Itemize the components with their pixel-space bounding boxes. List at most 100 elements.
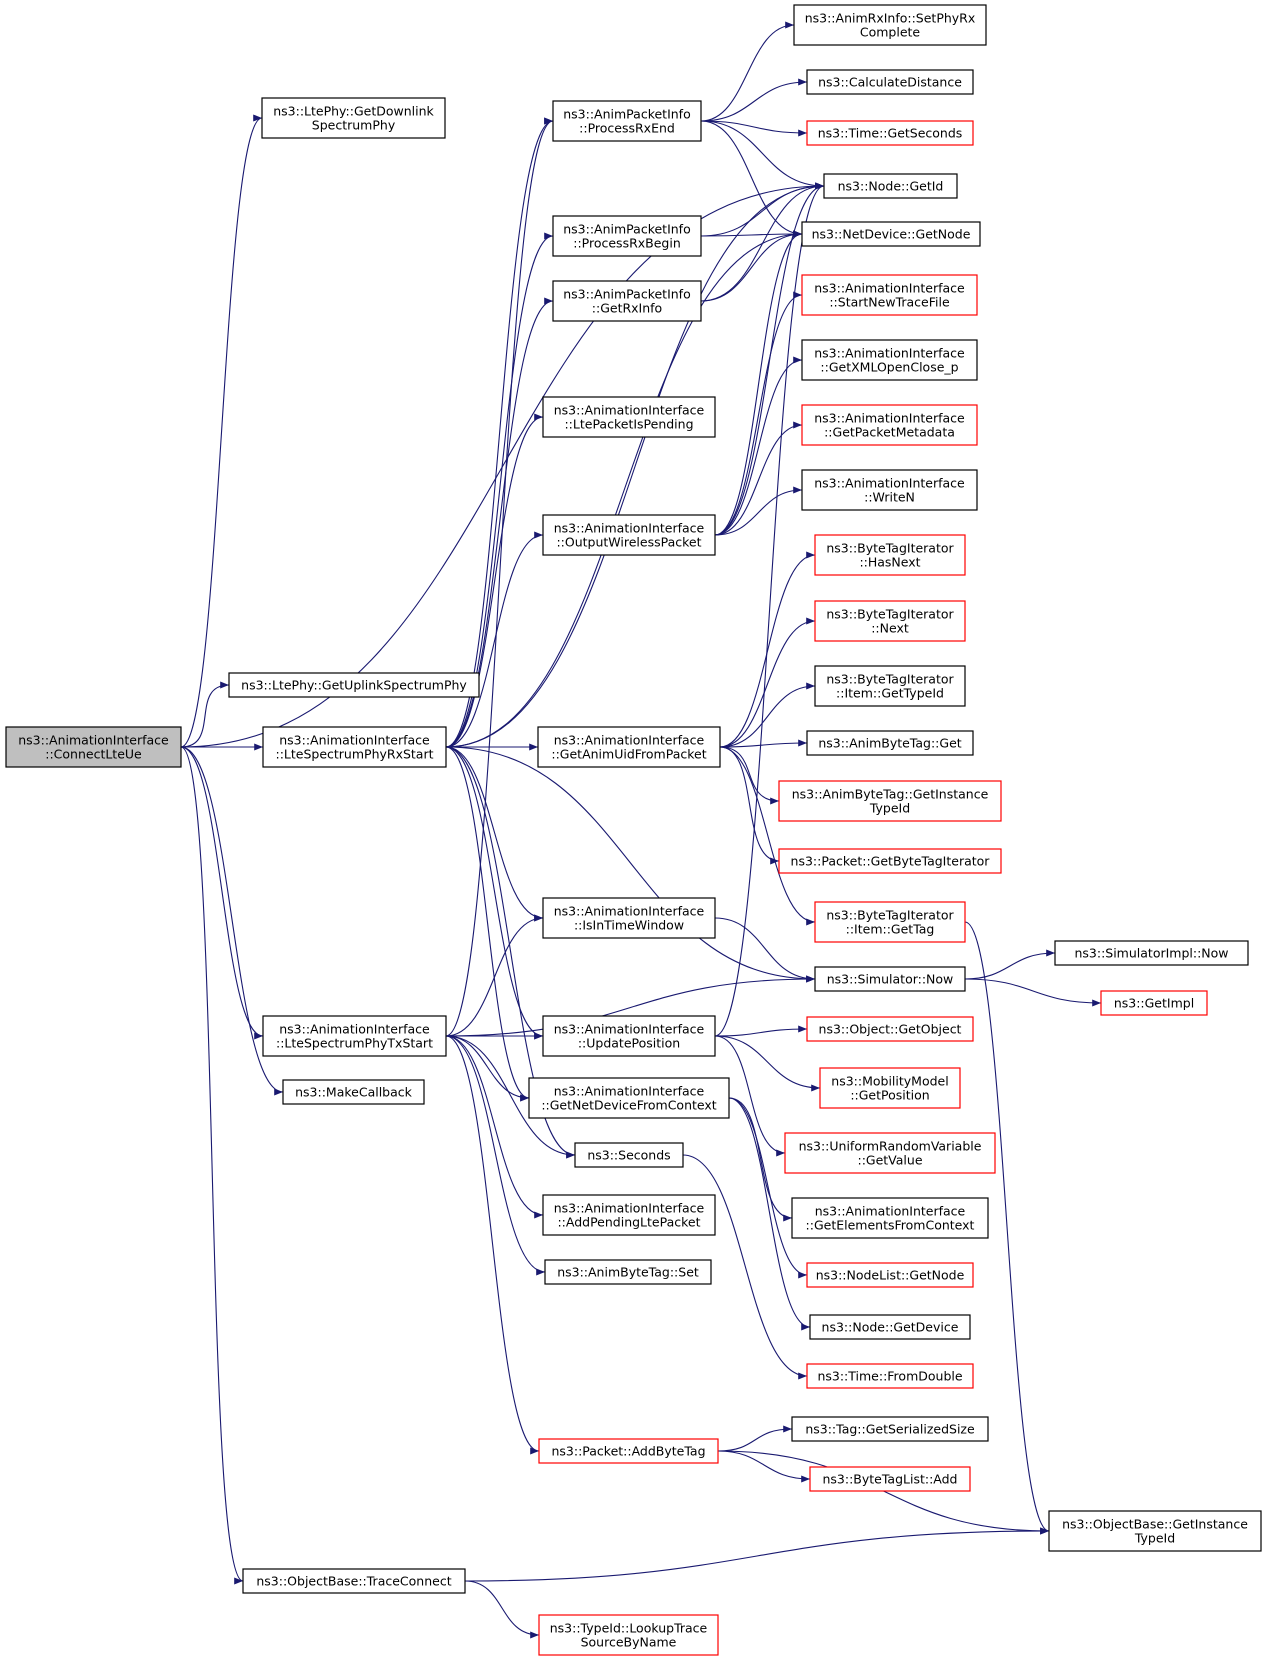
node-nodeGetDevice[interactable]: ns3::Node::GetDevice: [809, 1314, 971, 1340]
node-label-animByteTagGetInstanceTypeId-line-0: ns3::AnimByteTag::GetInstance: [792, 787, 989, 802]
node-getRxInfo[interactable]: ns3::AnimPacketInfo::GetRxInfo: [552, 280, 702, 322]
node-nodeGetId[interactable]: ns3::Node::GetId: [823, 173, 958, 199]
node-rxStart[interactable]: ns3::AnimationInterface::LteSpectrumPhyR…: [262, 726, 447, 768]
node-box-calculateDistance: [806, 69, 974, 95]
node-timeFromDouble[interactable]: ns3::Time::FromDouble: [806, 1363, 974, 1389]
node-writeN[interactable]: ns3::AnimationInterface::WriteN: [801, 469, 978, 511]
node-label-uniformGetValue-line-0: ns3::UniformRandomVariable: [799, 1139, 982, 1154]
node-ltePacketIsPending[interactable]: ns3::AnimationInterface::LtePacketIsPend…: [542, 396, 716, 438]
edge-outputWirelessPacket-to-writeN: [714, 486, 803, 536]
node-box-itemGetTypeId: [814, 665, 966, 707]
edge-txStart-to-getNetDeviceFromContext: [445, 1035, 530, 1102]
node-label-addByteTag-line-0: ns3::Packet::AddByteTag: [551, 1444, 705, 1459]
node-label-hasNext-line-1: ::HasNext: [859, 555, 920, 570]
edge-getNetDeviceFromContext-to-nodeGetDevice: [728, 1097, 811, 1331]
edge-traceConnect-to-lookupTraceSource: [464, 1580, 540, 1639]
edge-getAnimUid-to-itemGetTypeId: [719, 682, 816, 748]
node-processRxBegin[interactable]: ns3::AnimPacketInfo::ProcessRxBegin: [552, 215, 702, 257]
node-hasNext[interactable]: ns3::ByteTagIterator::HasNext: [814, 534, 966, 576]
edge-getAnimUid-to-itemGetTag: [719, 746, 816, 926]
node-getPacketMetadata[interactable]: ns3::AnimationInterface::GetPacketMetada…: [801, 404, 978, 446]
node-label-animByteTagGetInstanceTypeId-line-1: TypeId: [869, 801, 910, 816]
edge-seconds-to-timeFromDouble: [682, 1154, 808, 1380]
node-box-timeFromDouble: [806, 1363, 974, 1389]
node-processRxEnd[interactable]: ns3::AnimPacketInfo::ProcessRxEnd: [552, 100, 702, 142]
node-box-txStart: [262, 1015, 447, 1057]
node-label-getPosition-line-0: ns3::MobilityModel: [831, 1074, 948, 1089]
node-getPosition[interactable]: ns3::MobilityModel::GetPosition: [819, 1067, 961, 1109]
node-byteTagListAdd[interactable]: ns3::ByteTagList::Add: [809, 1466, 971, 1492]
node-label-outputWirelessPacket-line-1: ::OutputWirelessPacket: [556, 535, 701, 550]
node-box-itemGetTag: [814, 901, 966, 943]
node-txStart[interactable]: ns3::AnimationInterface::LteSpectrumPhyT…: [262, 1015, 447, 1057]
node-updatePosition[interactable]: ns3::AnimationInterface::UpdatePosition: [542, 1015, 716, 1057]
node-animByteTagGet[interactable]: ns3::AnimByteTag::Get: [806, 730, 974, 756]
node-getAnimUid[interactable]: ns3::AnimationInterface::GetAnimUidFromP…: [537, 726, 721, 768]
node-box-isInTimeWindow: [542, 897, 716, 939]
node-box-startNewTraceFile: [801, 274, 978, 316]
node-objectGetObject[interactable]: ns3::Object::GetObject: [806, 1016, 974, 1042]
node-outputWirelessPacket[interactable]: ns3::AnimationInterface::OutputWirelessP…: [542, 514, 716, 556]
node-box-addByteTag: [538, 1438, 719, 1464]
node-label-getPacketMetadata-line-1: ::GetPacketMetadata: [824, 425, 955, 440]
edge-getAnimUid-to-next: [719, 617, 816, 748]
node-tagGetSerializedSize[interactable]: ns3::Tag::GetSerializedSize: [791, 1416, 989, 1442]
node-simulatorImplNow[interactable]: ns3::SimulatorImpl::Now: [1054, 940, 1249, 966]
node-connectLteUe[interactable]: ns3::AnimationInterface::ConnectLteUe: [5, 726, 182, 768]
node-timeGetSeconds[interactable]: ns3::Time::GetSeconds: [806, 120, 974, 146]
edges-layer: [180, 21, 1102, 1639]
node-isInTimeWindow[interactable]: ns3::AnimationInterface::IsInTimeWindow: [542, 897, 716, 939]
node-label-nodeGetId-line-0: ns3::Node::GetId: [838, 179, 944, 194]
node-getNetDeviceFromContext[interactable]: ns3::AnimationInterface::GetNetDeviceFro…: [528, 1077, 730, 1119]
edge-getRxInfo-to-netDeviceGetNode: [700, 230, 803, 302]
edge-outputWirelessPacket-to-startNewTraceFile: [714, 291, 803, 536]
node-next[interactable]: ns3::ByteTagIterator::Next: [814, 600, 966, 642]
node-box-uniformGetValue: [784, 1132, 996, 1174]
node-animByteTagSet[interactable]: ns3::AnimByteTag::Set: [544, 1259, 712, 1285]
node-getImpl[interactable]: ns3::GetImpl: [1100, 990, 1208, 1016]
node-getElementsFromContext[interactable]: ns3::AnimationInterface::GetElementsFrom…: [791, 1197, 989, 1239]
node-itemGetTag[interactable]: ns3::ByteTagIterator::Item::GetTag: [814, 901, 966, 943]
node-itemGetTypeId[interactable]: ns3::ByteTagIterator::Item::GetTypeId: [814, 665, 966, 707]
node-getUplink[interactable]: ns3::LtePhy::GetUplinkSpectrumPhy: [228, 672, 480, 698]
node-box-objectBaseGetInstanceTypeId: [1048, 1510, 1262, 1552]
node-label-addPendingLtePacket-line-0: ns3::AnimationInterface: [554, 1201, 705, 1216]
node-label-processRxBegin-line-1: ::ProcessRxBegin: [573, 236, 681, 251]
node-label-getNetDeviceFromContext-line-0: ns3::AnimationInterface: [554, 1084, 705, 1099]
node-box-outputWirelessPacket: [542, 514, 716, 556]
node-box-writeN: [801, 469, 978, 511]
node-nodeListGetNode[interactable]: ns3::NodeList::GetNode: [806, 1262, 974, 1288]
node-addByteTag[interactable]: ns3::Packet::AddByteTag: [538, 1438, 719, 1464]
node-calculateDistance[interactable]: ns3::CalculateDistance: [806, 69, 974, 95]
node-traceConnect[interactable]: ns3::ObjectBase::TraceConnect: [242, 1568, 466, 1594]
node-netDeviceGetNode[interactable]: ns3::NetDevice::GetNode: [801, 221, 981, 247]
node-box-getXmlOpenClose: [801, 339, 978, 381]
node-box-tagGetSerializedSize: [791, 1416, 989, 1442]
node-box-updatePosition: [542, 1015, 716, 1057]
node-label-simulatorImplNow-line-0: ns3::SimulatorImpl::Now: [1074, 946, 1228, 961]
node-label-isInTimeWindow-line-1: ::IsInTimeWindow: [574, 918, 684, 933]
edge-txStart-to-animByteTagSet: [445, 1035, 546, 1276]
node-getByteTagIterator[interactable]: ns3::Packet::GetByteTagIterator: [778, 848, 1002, 874]
node-simulatorNow[interactable]: ns3::Simulator::Now: [814, 966, 966, 992]
node-label-animByteTagSet-line-0: ns3::AnimByteTag::Set: [557, 1265, 699, 1280]
node-label-animByteTagGet-line-0: ns3::AnimByteTag::Get: [818, 736, 961, 751]
node-getXmlOpenClose[interactable]: ns3::AnimationInterface::GetXMLOpenClose…: [801, 339, 978, 381]
node-box-getByteTagIterator: [778, 848, 1002, 874]
node-uniformGetValue[interactable]: ns3::UniformRandomVariable::GetValue: [784, 1132, 996, 1174]
node-startNewTraceFile[interactable]: ns3::AnimationInterface::StartNewTraceFi…: [801, 274, 978, 316]
edge-processRxEnd-to-timeGetSeconds: [700, 120, 808, 137]
node-box-setPhyRxComplete: [793, 4, 987, 46]
edge-getNetDeviceFromContext-to-getElementsFromContext: [728, 1097, 793, 1222]
edge-rxStart-to-ltePacketIsPending: [445, 413, 544, 748]
nodes-layer: ns3::AnimationInterface::ConnectLteUens3…: [5, 4, 1262, 1656]
node-seconds[interactable]: ns3::Seconds: [574, 1142, 684, 1168]
node-addPendingLtePacket[interactable]: ns3::AnimationInterface::AddPendingLtePa…: [542, 1194, 716, 1236]
node-makeCallback[interactable]: ns3::MakeCallback: [282, 1079, 425, 1105]
